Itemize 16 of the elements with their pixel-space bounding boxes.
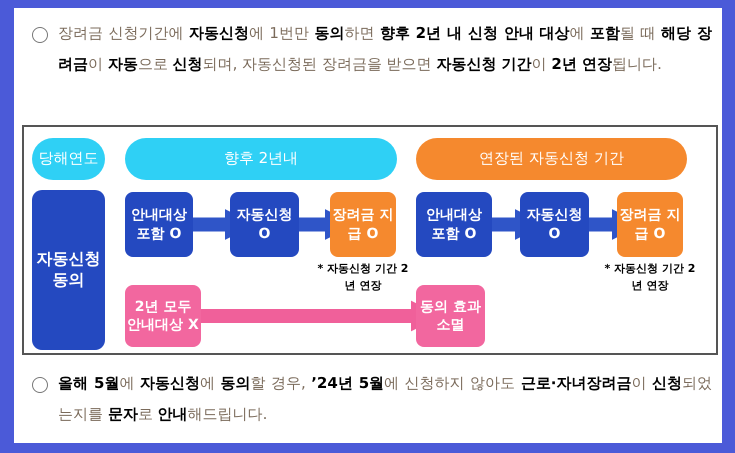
outcome-box: 2년 모두 안내대상 X	[125, 285, 201, 347]
paragraph: 장려금 신청기간에 자동신청에 1번만 동의하면 향후 2년 내 신청 안내 대상에 포함될 때 해당 장려금이 자동으로 신청되며, 자동신청된 장려금을 받으면 자동신청 기간이 2년 연장됩니다.	[58, 23, 712, 75]
payment-box: 장려금 지급 O	[617, 192, 683, 257]
consent-box: 자동신청 동의	[32, 190, 105, 350]
paragraph: 올해 5월에 자동신청에 동의할 경우, ’24년 5월에 신청하지 않아도 근로·자녀장려금이 신청되었는지를 문자로 안내해드립니다.	[58, 373, 712, 425]
footnote: * 자동신청 기간 2년 연장	[604, 261, 696, 294]
payment-box: 장려금 지급 O	[330, 192, 396, 257]
process-box: 안내대상 포함 O	[125, 192, 193, 257]
period-banner: 연장된 자동신청 기간	[416, 138, 687, 180]
outcome-box: 동의 효과 소멸	[416, 285, 485, 347]
footnote: * 자동신청 기간 2년 연장	[317, 261, 409, 294]
process-box: 자동신청 O	[520, 192, 589, 257]
period-banner: 당해연도	[32, 138, 105, 180]
period-banner: 향후 2년내	[125, 138, 397, 180]
process-box: 자동신청 O	[230, 192, 299, 257]
process-box: 안내대상 포함 O	[416, 192, 492, 257]
